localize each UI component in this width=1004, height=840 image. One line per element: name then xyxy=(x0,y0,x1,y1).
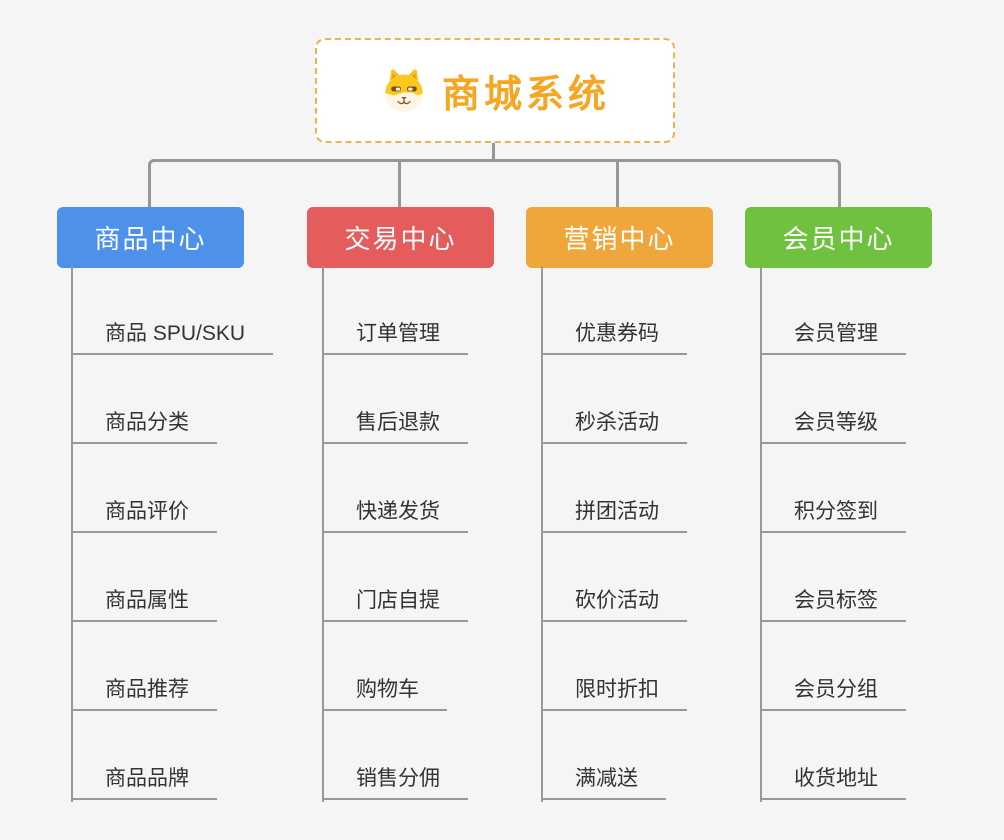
leaf-node[interactable]: 拼团活动 xyxy=(541,495,687,533)
connector-drop-branch-3 xyxy=(616,161,619,207)
leaf-node[interactable]: 优惠券码 xyxy=(541,317,687,355)
root-node-label: 商城系统 xyxy=(441,74,610,116)
leaf-node[interactable]: 销售分佣 xyxy=(322,762,468,800)
leaf-node[interactable]: 购物车 xyxy=(322,673,447,711)
leaf-node[interactable]: 砍价活动 xyxy=(541,584,687,622)
leaf-column-trade-center: 订单管理 售后退款 快递发货 门店自提 购物车 销售分佣 xyxy=(322,266,468,800)
connector-trunk-branch-2 xyxy=(322,266,324,802)
connector-drop-branch-2 xyxy=(398,161,401,207)
branch-node-trade-center[interactable]: 交易中心 xyxy=(307,207,494,268)
leaf-column-product-center: 商品 SPU/SKU 商品分类 商品评价 商品属性 商品推荐 商品品牌 xyxy=(71,266,274,800)
leaf-node[interactable]: 积分签到 xyxy=(760,495,906,533)
leaf-node[interactable]: 会员分组 xyxy=(760,673,906,711)
connector-root-stem xyxy=(492,141,495,161)
connector-trunk-branch-4 xyxy=(760,266,762,802)
branch-label: 会员中心 xyxy=(782,224,895,254)
branch-node-member-center[interactable]: 会员中心 xyxy=(745,207,932,268)
root-node[interactable]: 商城系统 xyxy=(315,38,675,143)
leaf-column-member-center: 会员管理 会员等级 积分签到 会员标签 会员分组 收货地址 xyxy=(760,266,906,800)
leaf-node[interactable]: 收货地址 xyxy=(760,762,906,800)
leaf-node[interactable]: 商品推荐 xyxy=(71,673,217,711)
branch-label: 营销中心 xyxy=(563,224,676,254)
leaf-node[interactable]: 商品评价 xyxy=(71,495,217,533)
connector-trunk-branch-1 xyxy=(71,266,73,802)
leaf-node[interactable]: 会员管理 xyxy=(760,317,906,355)
leaf-node[interactable]: 售后退款 xyxy=(322,406,468,444)
leaf-node[interactable]: 订单管理 xyxy=(322,317,468,355)
branch-node-product-center[interactable]: 商品中心 xyxy=(57,207,244,268)
branch-label: 商品中心 xyxy=(94,224,207,254)
leaf-node[interactable]: 门店自提 xyxy=(322,584,468,622)
leaf-node[interactable]: 会员等级 xyxy=(760,406,906,444)
leaf-node[interactable]: 商品分类 xyxy=(71,406,217,444)
leaf-node[interactable]: 秒杀活动 xyxy=(541,406,687,444)
leaf-node[interactable]: 满减送 xyxy=(541,762,666,800)
leaf-node[interactable]: 快递发货 xyxy=(322,495,468,533)
branch-node-marketing-center[interactable]: 营销中心 xyxy=(526,207,713,268)
leaf-column-marketing-center: 优惠券码 秒杀活动 拼团活动 砍价活动 限时折扣 满减送 xyxy=(541,266,687,800)
connector-trunk-branch-3 xyxy=(541,266,543,802)
dog-face-icon xyxy=(385,68,423,112)
connector-bus xyxy=(148,159,841,210)
leaf-node[interactable]: 商品属性 xyxy=(71,584,217,622)
leaf-node[interactable]: 限时折扣 xyxy=(541,673,687,711)
leaf-node[interactable]: 商品 SPU/SKU xyxy=(71,317,274,355)
leaf-node[interactable]: 会员标签 xyxy=(760,584,906,622)
leaf-node[interactable]: 商品品牌 xyxy=(71,762,217,800)
branch-label: 交易中心 xyxy=(344,224,457,254)
